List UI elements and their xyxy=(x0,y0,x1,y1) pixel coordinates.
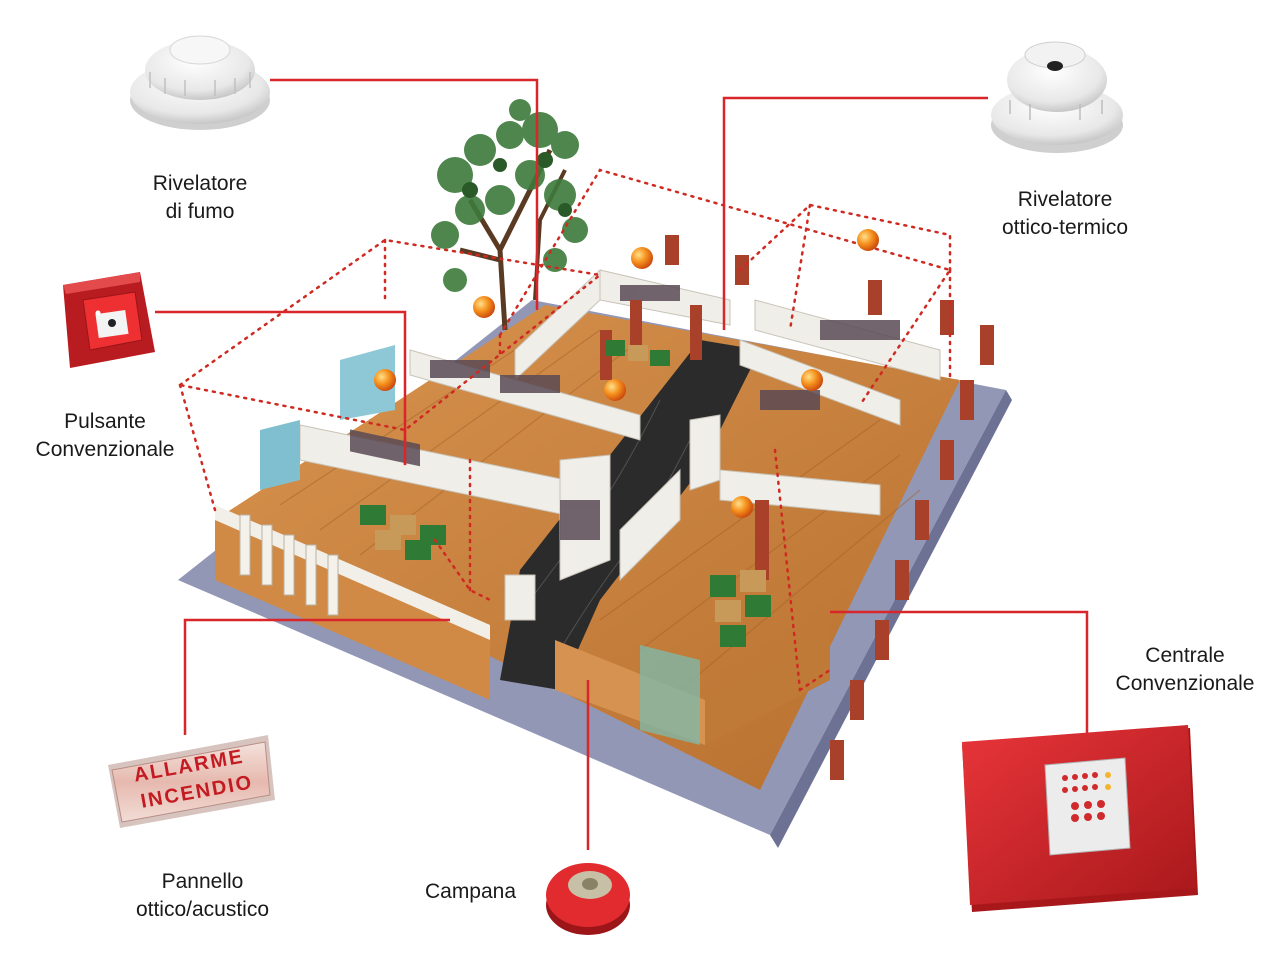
glass-wall-left xyxy=(340,345,395,420)
bell-icon xyxy=(546,863,630,935)
label-optical-acoustic-line1: Pannello xyxy=(161,870,244,893)
label-smoke-detector-line1: Rivelatore xyxy=(152,172,248,195)
sensor-orb xyxy=(604,379,626,401)
label-bell-text: Campana xyxy=(424,880,517,903)
label-button-line1: Pulsante xyxy=(64,410,146,433)
label-conventional-panel: Centrale Convenzionale xyxy=(1095,642,1275,698)
leader-lines xyxy=(155,78,1089,850)
label-optical-acoustic-panel: Pannello ottico/acustico xyxy=(100,868,305,924)
wall-artwork xyxy=(350,285,900,540)
front-wall-right xyxy=(705,620,830,745)
leader-optical-acoustic xyxy=(183,618,450,735)
manual-call-point-icon xyxy=(63,272,155,368)
leader-smoke-detector xyxy=(270,78,539,310)
sensor-orb xyxy=(631,247,653,269)
leader-button xyxy=(155,310,407,465)
leader-central-panel xyxy=(830,610,1089,735)
crates-center xyxy=(605,340,670,366)
label-panel-line1: Centrale xyxy=(1145,644,1225,667)
central-panel-icon xyxy=(962,725,1198,912)
glass-wall-front xyxy=(640,645,700,745)
label-optical-thermal-line2: ottico-termico xyxy=(1001,216,1129,239)
label-smoke-detector-line2: di fumo xyxy=(165,200,235,223)
leader-optical-thermal xyxy=(722,96,988,330)
label-panel-line2: Convenzionale xyxy=(1115,672,1255,695)
label-conventional-button: Pulsante Convenzionale xyxy=(10,408,200,464)
sensor-orbs xyxy=(374,229,879,518)
crates-left xyxy=(360,505,446,560)
base-platform-edge xyxy=(770,390,1012,848)
balusters xyxy=(239,514,339,616)
label-optical-acoustic-line2: ottico/acustico xyxy=(135,898,270,921)
sensor-orb xyxy=(374,369,396,391)
smoke-detector-icon xyxy=(130,35,270,130)
label-optical-thermal-detector: Rivelatore ottico-termico xyxy=(965,186,1165,242)
sensor-orb xyxy=(857,229,879,251)
glass-wall-left-2 xyxy=(260,420,300,490)
label-bell: Campana xyxy=(408,878,533,906)
sensor-orb xyxy=(473,296,495,318)
sensor-orb xyxy=(801,369,823,391)
optical-acoustic-panel-icon: ALLARME INCENDIO xyxy=(108,735,275,828)
label-optical-thermal-line1: Rivelatore xyxy=(1017,188,1113,211)
building-model xyxy=(178,99,1012,848)
optical-thermal-detector-icon xyxy=(991,41,1123,153)
tree xyxy=(431,99,588,331)
label-button-line2: Convenzionale xyxy=(35,438,175,461)
crates-right xyxy=(710,570,771,647)
sensor-orb xyxy=(731,496,753,518)
label-smoke-detector: Rivelatore di fumo xyxy=(120,170,280,226)
